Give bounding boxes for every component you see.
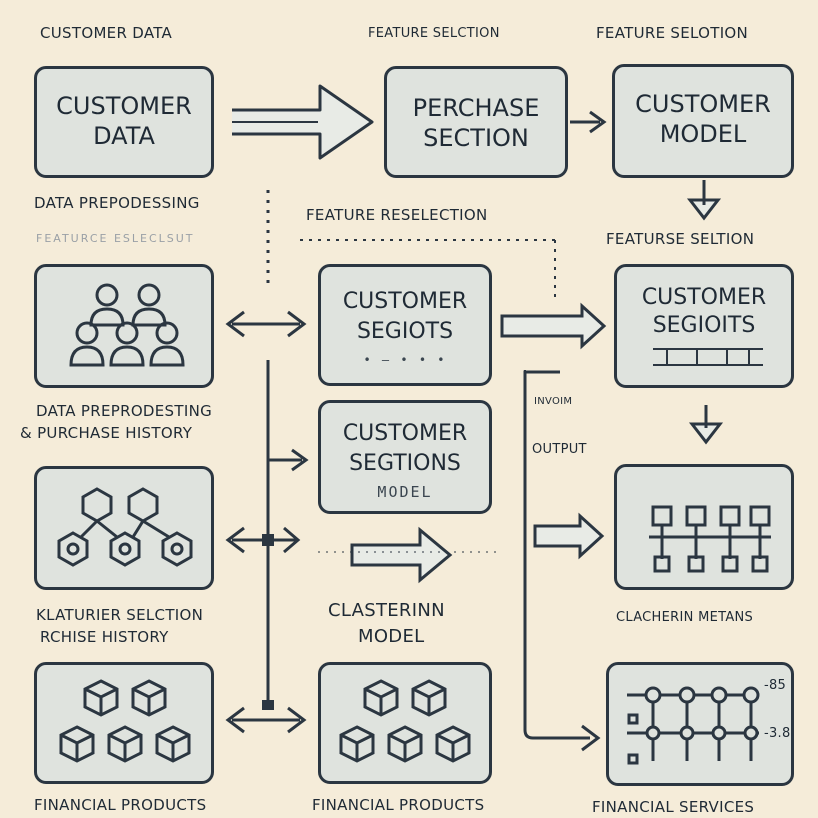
- arrow-purchase-to-model: [570, 110, 607, 134]
- customer-segiots-right-box[interactable]: CUSTOMER SEGIOITS: [614, 264, 794, 388]
- box-title-line1: CUSTOMER: [635, 90, 771, 118]
- value-bottom-label: -3.8: [764, 726, 791, 741]
- data-prep-label-2: & PURCHASE HISTORY: [20, 424, 193, 442]
- double-arrow-row2: [225, 310, 307, 338]
- customer-data-heading: CUSTOMER DATA: [40, 24, 173, 42]
- people-group-icon: [69, 283, 185, 367]
- feature-selection-heading-mid: FEATURE SELCTION: [368, 26, 500, 41]
- feature-reselection-label: FEATURE RESELECTION: [306, 206, 488, 224]
- box-title-line2: MODEL: [659, 120, 747, 148]
- arrow-segiots-down: [688, 405, 724, 445]
- box-title-line2: SECTION: [423, 124, 529, 152]
- box-title-line2: SEGTIONS: [349, 451, 461, 476]
- klaturier-label-2: RCHISE HISTORY: [40, 628, 169, 646]
- purchase-section-box[interactable]: PERCHASE SECTION: [384, 66, 568, 178]
- box-title-line2: SEGIOITS: [652, 313, 756, 338]
- box-title-line1: CUSTOMER: [342, 289, 468, 314]
- network-nodes-box[interactable]: [614, 464, 794, 590]
- box-subtext: MODEL: [377, 483, 433, 501]
- clasterinn-label-2: MODEL: [358, 626, 425, 647]
- output-label: OUTPUT: [532, 442, 587, 457]
- customer-segiots-mid-box[interactable]: CUSTOMER SEGIOTS • — • • •: [318, 264, 492, 386]
- faint-feature-label: FEATURCE ESLECLSUT: [36, 232, 195, 245]
- data-prepodessing-label: DATA PREPODESSING: [34, 194, 200, 212]
- box-title-line1: CUSTOMER: [56, 92, 192, 120]
- clacherin-metans-label: CLACHERIN METANS: [616, 610, 754, 625]
- customer-data-box[interactable]: CUSTOMER DATA: [34, 66, 214, 178]
- arrow-to-clacherin: [533, 512, 605, 560]
- arrow-segiots-right: [500, 302, 607, 350]
- segment-bars-icon: [653, 348, 763, 366]
- box-title-line1: CUSTOMER: [342, 421, 468, 446]
- double-arrow-row4: [225, 706, 307, 734]
- customer-segtions-box[interactable]: CUSTOMER SEGTIONS MODEL: [318, 400, 492, 514]
- arrow-clasterinn: [350, 526, 453, 584]
- input-label: INVOIM: [534, 396, 573, 407]
- data-prep-label-1: DATA PREPRODESTING: [36, 402, 213, 420]
- cube-stack-icon: [339, 679, 471, 763]
- arrow-to-segtions: [268, 448, 309, 472]
- clasterinn-label-1: CLASTERINN: [328, 600, 445, 621]
- arrow-model-down: [686, 180, 722, 221]
- node-chain-icon: [627, 686, 760, 765]
- feature-selection-heading-right: FEATURE SELOTION: [596, 24, 749, 42]
- box-title-line2: SEGIOTS: [356, 319, 454, 344]
- box-title-line1: PERCHASE: [412, 94, 540, 122]
- cube-network-icon: [57, 487, 193, 567]
- customer-model-box[interactable]: CUSTOMER MODEL: [612, 64, 794, 178]
- featurse-seltion-label: FEATURSE SELTION: [606, 230, 755, 248]
- cube-stack-box-left[interactable]: [34, 662, 214, 784]
- cube-stack-icon: [59, 679, 191, 763]
- box-subtext: • — • • •: [363, 353, 447, 367]
- value-top-label: -85: [764, 678, 787, 693]
- financial-products-label-left: FINANCIAL PRODUCTS: [34, 796, 207, 814]
- network-nodes-icon: [649, 505, 771, 573]
- box-title-line2: DATA: [93, 122, 155, 150]
- financial-products-label-mid: FINANCIAL PRODUCTS: [312, 796, 485, 814]
- cube-network-box[interactable]: [34, 466, 214, 590]
- klaturier-label-1: KLATURIER SELCTION: [36, 606, 204, 624]
- box-title-line1: CUSTOMER: [641, 285, 767, 310]
- financial-services-label: FINANCIAL SERVICES: [592, 798, 755, 816]
- cube-stack-box-mid[interactable]: [318, 662, 492, 784]
- node-chain-box[interactable]: [606, 662, 794, 786]
- people-group-box[interactable]: [34, 264, 214, 388]
